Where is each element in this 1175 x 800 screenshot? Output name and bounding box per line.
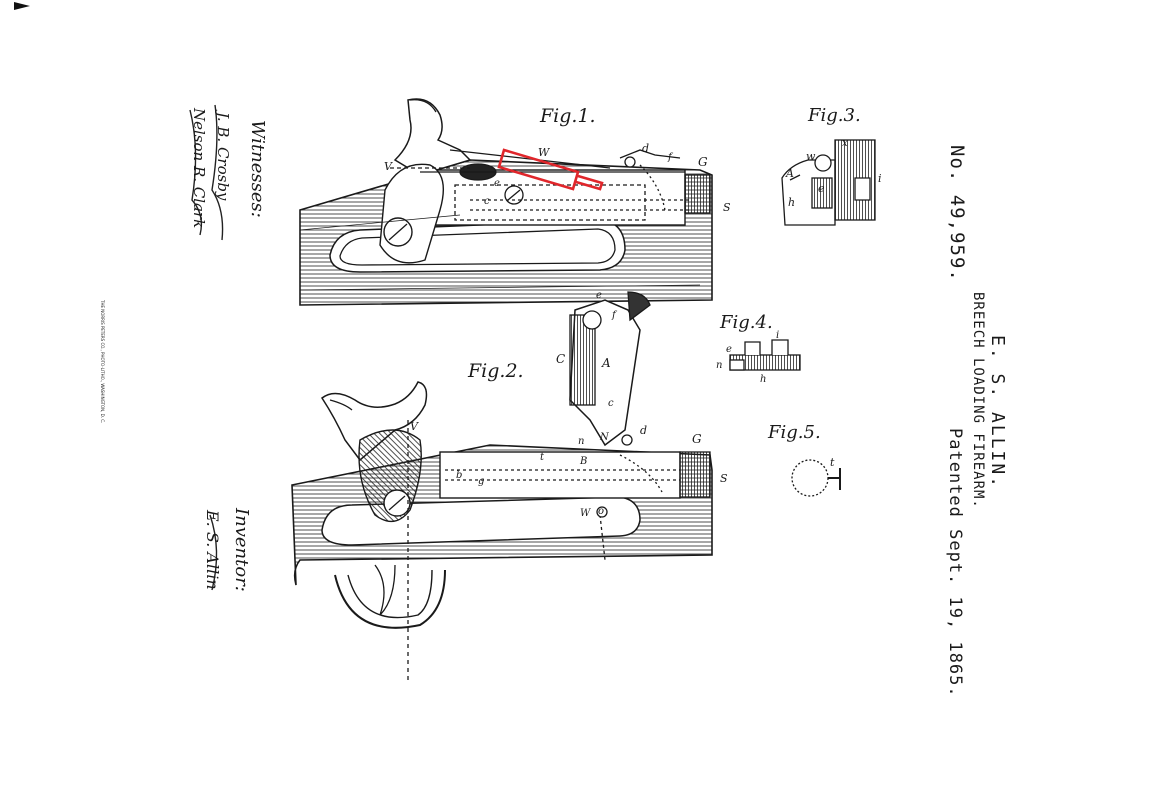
patent-date: Patented Sept. 19, 1865. [945,428,965,698]
fig2-letter-v: V [410,420,418,433]
witnesses-label: Witnesses: [247,120,268,218]
fig2-letter-a: A [602,356,611,370]
inventor-signature-strokes [209,514,218,591]
fig4-letter-i: i [776,330,780,341]
figure-4-drawing [729,339,801,371]
figure-3-drawing [781,139,876,226]
fig2-letter-d: d [640,424,648,437]
fig4-letter-h: h [760,374,767,385]
fig3-letter-e: e [818,182,825,195]
fig1-letter-s: S [723,201,731,214]
fig1-label: Fig.1. [540,105,596,127]
witness-signature-2: Nelson R. Clark [190,108,208,229]
fig1-letter-d: d [642,142,650,155]
inventor-label: Inventor: [231,508,252,592]
fig5-label: Fig.5. [768,422,821,443]
corner-mark [14,2,30,10]
inventor-name-header: E. S. ALLIN. [987,335,1008,490]
fig2-label: Fig.2. [468,360,524,382]
fig2-letter-b: b [456,470,463,481]
fig2-letter-c-upper: C [556,352,566,366]
fig4-label: Fig.4. [720,312,773,333]
fig4-letter-e: e [726,344,732,355]
fig3-letter-x: x [842,138,848,149]
fig1-letter-c: c [484,196,490,207]
fig3-letter-w: w [806,150,816,163]
fig2-letter-c: c [608,398,614,409]
witness-signature-strokes [189,104,224,241]
fig2-letter-t: t [540,452,545,463]
figure-2-drawing [291,291,713,680]
fig2-letter-n-upper: N [600,432,609,443]
fig1-letter-w: W [538,146,550,159]
fig2-letter-o: o [598,506,605,517]
fig3-letter-i: i [878,172,882,185]
fig2-letter-e: e [596,290,602,301]
patent-number: No. 49,959. [946,145,968,282]
fig2-letter-f: f [612,310,616,321]
figure-5-drawing [791,459,841,497]
highlight-box [497,148,604,191]
fig3-letter-a: A [786,167,794,180]
fig1-letter-v: V [384,160,392,173]
fig4-letter-n: n [716,360,723,371]
inventor-signature: E. S. Allin [203,510,222,590]
fig2-letter-g: G [692,432,702,446]
fig2-letter-b-upper: B [580,456,588,467]
fig5-letter-t: t [830,456,835,469]
fig1-letter-g: G [698,155,708,169]
fig2-letter-g-lower: g [478,476,485,487]
witness-signature-1: J. B. Crosby [214,112,232,201]
fig1-letter-f: f [668,152,672,163]
figure-1-drawing [299,98,713,306]
fig3-letter-h: h [788,196,796,209]
fig2-letter-s: S [720,472,728,485]
fig1-letter-e: e [494,178,500,189]
printer-credit: THE NORRIS PETERS CO., PHOTO-LITHO., WAS… [100,300,105,424]
patent-title: BREECH LOADING FIREARM. [970,292,986,509]
fig2-letter-w: W [580,508,591,519]
fig3-label: Fig.3. [808,105,861,126]
fig2-letter-n: n [578,436,585,447]
